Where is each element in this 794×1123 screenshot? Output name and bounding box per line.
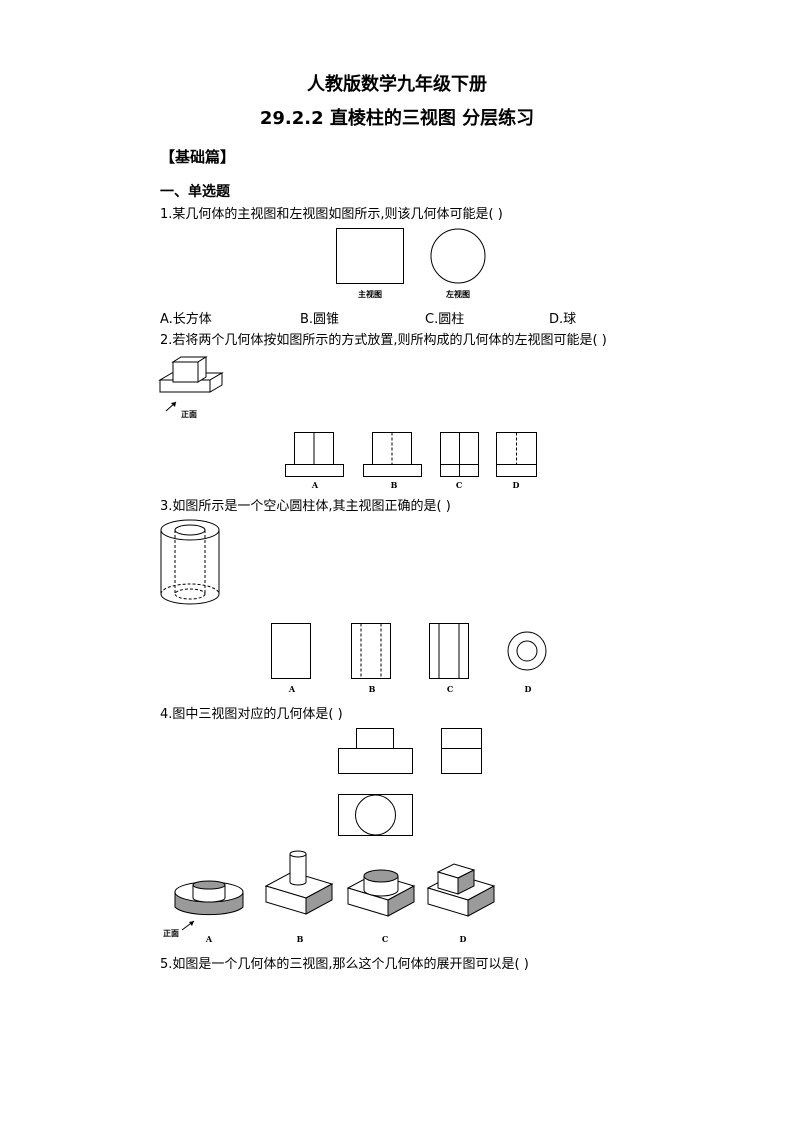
page-subtitle: 29.2.2 直棱柱的三视图 分层练习: [259, 108, 535, 129]
q4-option-c-figure: [346, 869, 416, 917]
q2-option-b-label: B: [390, 480, 398, 490]
question-3-text: 3.如图所示是一个空心圆柱体,其主视图正确的是( ): [160, 499, 451, 514]
q1-front-view-caption: 主视图: [358, 289, 382, 299]
q4-option-a-label: A: [205, 934, 213, 944]
q2-option-d-figure: [496, 432, 537, 477]
q4-top-view-figure: [338, 794, 413, 836]
q2-option-d-label: D: [512, 480, 520, 490]
question-4-text: 4.图中三视图对应的几何体是( ): [160, 707, 343, 722]
q4-front-view-figure: [338, 728, 413, 774]
q2-solid-figure: [158, 356, 224, 412]
q3-hollow-cylinder-figure: [160, 519, 220, 605]
q4-option-b-figure: [264, 850, 334, 915]
q4-front-label: 正面: [163, 928, 179, 938]
q1-left-view-figure: [430, 228, 486, 284]
subsection-title: 一、单选题: [160, 184, 230, 200]
q4-option-b-label: B: [296, 934, 304, 944]
q2-option-b-figure: [363, 432, 422, 477]
q4-option-d-figure: [426, 863, 496, 917]
q1-left-view-caption: 左视图: [446, 289, 470, 299]
question-5-text: 5.如图是一个几何体的三视图,那么这个几何体的展开图可以是( ): [160, 957, 529, 972]
q3-option-b-figure: [351, 623, 391, 679]
q2-front-label: 正面: [181, 409, 197, 419]
q3-option-a-figure: [271, 623, 311, 679]
page-title: 人教版数学九年级下册: [307, 74, 487, 95]
q2-option-a-label: A: [311, 480, 319, 490]
q4-option-c-label: C: [381, 934, 389, 944]
q1-option-c: C.圆柱: [425, 312, 465, 327]
q1-option-b: B.圆锥: [300, 312, 340, 327]
q4-option-d-label: D: [459, 934, 467, 944]
question-2-text: 2.若将两个几何体按如图所示的方式放置,则所构成的几何体的左视图可能是( ): [160, 333, 607, 348]
q4-option-a-figure: [174, 880, 244, 916]
q4-front-arrow-icon: [181, 920, 195, 931]
q2-option-c-figure: [440, 432, 479, 477]
q3-option-b-label: B: [368, 684, 376, 694]
q4-left-view-figure: [441, 728, 482, 774]
q1-option-d: D.球: [549, 312, 577, 327]
q3-option-c-figure: [429, 623, 469, 679]
question-1-text: 1.某几何体的主视图和左视图如图所示,则该几何体可能是( ): [160, 207, 503, 222]
q2-option-c-label: C: [455, 480, 463, 490]
q1-front-view-figure: [336, 228, 404, 284]
q3-option-d-label: D: [524, 684, 532, 694]
q1-option-a: A.长方体: [160, 312, 212, 327]
section-title: 【基础篇】: [160, 148, 236, 166]
q3-option-c-label: C: [446, 684, 454, 694]
q3-option-a-label: A: [288, 684, 296, 694]
q2-option-a-figure: [285, 432, 344, 477]
q3-option-d-figure: [507, 631, 547, 671]
